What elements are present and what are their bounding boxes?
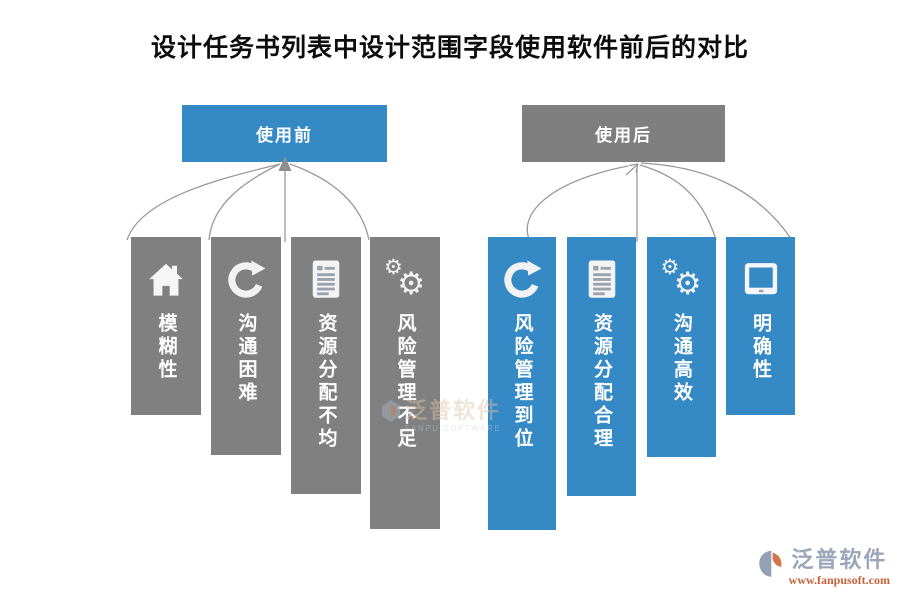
- bar-before-ambiguity: 模糊性: [131, 237, 201, 415]
- bar-label: 模糊性: [155, 313, 177, 382]
- bar-after-clarity: 明确性: [726, 237, 795, 415]
- monitor-icon: [739, 257, 783, 303]
- gears-icon: ⚙ ⚙: [660, 257, 704, 303]
- watermark-subtext: FANPU SOFTWARE: [405, 424, 502, 434]
- brand-name: 泛普软件: [791, 546, 888, 572]
- refresh-icon: [224, 257, 268, 303]
- header-after-label: 使用后: [595, 126, 652, 145]
- watermark-logo-icon: [382, 400, 400, 422]
- home-icon: [144, 257, 188, 303]
- watermark: 泛普软件 FANPU SOFTWARE: [381, 398, 502, 434]
- bar-before-resource-misallocation: 资源分配不均: [291, 237, 361, 494]
- header-before-label: 使用前: [256, 126, 313, 145]
- bar-label: 资源分配不均: [315, 313, 337, 451]
- watermark-text: 泛普软件: [405, 398, 502, 423]
- brand-logo-icon: [758, 550, 782, 577]
- page-title: 设计任务书列表中设计范围字段使用软件前后的对比: [150, 34, 749, 62]
- bar-label: 风险管理不足: [394, 313, 416, 451]
- refresh-icon: [500, 257, 544, 303]
- bar-label: 明确性: [750, 313, 771, 382]
- header-before-box: 使用前: [182, 105, 387, 162]
- bar-before-communication-difficulty: 沟通困难: [211, 237, 281, 455]
- document-icon: [304, 257, 348, 303]
- gear-big-icon: ⚙: [673, 266, 702, 302]
- bar-after-resource-allocation-reasonable: 资源分配合理: [567, 237, 636, 496]
- gear-small-icon: ⚙: [384, 255, 403, 279]
- bar-after-risk-management-in-place: 风险管理到位: [488, 237, 556, 530]
- bar-after-efficient-communication: ⚙ ⚙ 沟通高效: [647, 237, 716, 457]
- bar-label: 沟通高效: [671, 313, 692, 405]
- bar-label: 资源分配合理: [591, 313, 612, 451]
- bar-label: 沟通困难: [235, 313, 257, 405]
- brand-url: www.fanpusoft.com: [788, 573, 890, 587]
- bar-label: 风险管理到位: [511, 313, 533, 451]
- header-after-box: 使用后: [522, 105, 725, 162]
- gear-big-icon: ⚙: [397, 266, 425, 302]
- brand-footer: 泛普软件 www.fanpusoft.com: [754, 546, 890, 588]
- gears-icon: ⚙ ⚙: [383, 257, 427, 303]
- bar-before-risk-management-lacking: ⚙ ⚙ 风险管理不足: [370, 237, 440, 529]
- document-icon: [580, 257, 624, 303]
- gear-small-icon: ⚙: [660, 255, 680, 279]
